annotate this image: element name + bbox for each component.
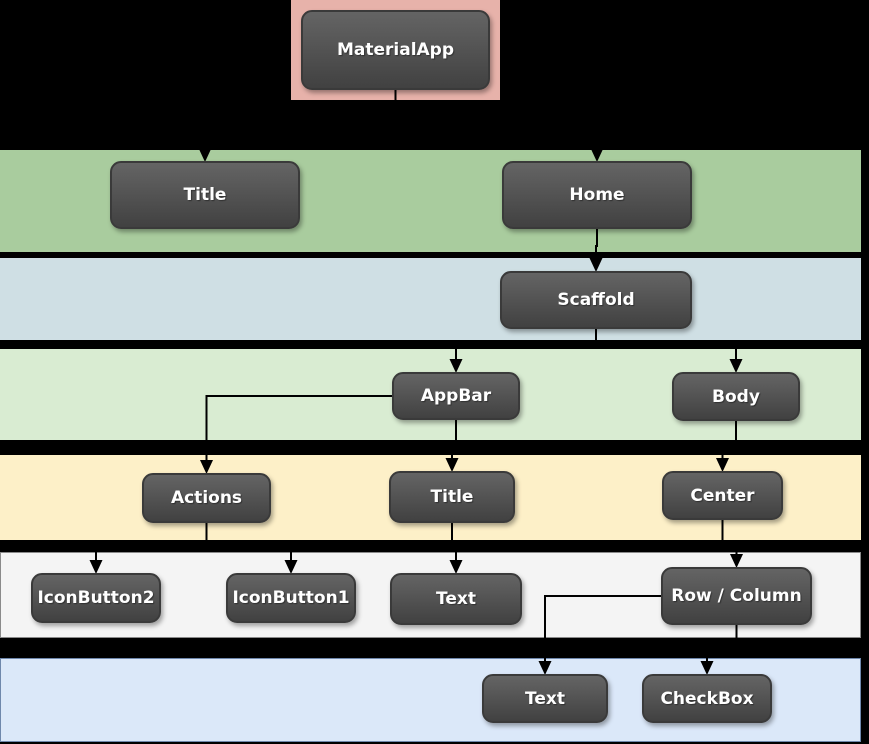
node-home: Home <box>502 161 692 229</box>
node-materialapp: MaterialApp <box>301 10 490 90</box>
node-iconbutton1: IconButton1 <box>226 573 356 623</box>
node-iconbutton2: IconButton2 <box>31 573 161 623</box>
node-text1: Text <box>390 573 522 625</box>
layer-scaffold <box>0 258 861 340</box>
node-scaffold: Scaffold <box>500 271 692 329</box>
node-title1: Title <box>110 161 300 229</box>
node-actions: Actions <box>142 473 271 523</box>
node-body: Body <box>672 372 800 421</box>
node-appbar: AppBar <box>392 372 520 420</box>
node-center: Center <box>662 471 783 520</box>
node-rowcolumn: Row / Column <box>661 567 812 625</box>
node-title2: Title <box>389 471 515 523</box>
node-text2: Text <box>482 674 608 723</box>
node-checkbox: CheckBox <box>642 674 772 723</box>
